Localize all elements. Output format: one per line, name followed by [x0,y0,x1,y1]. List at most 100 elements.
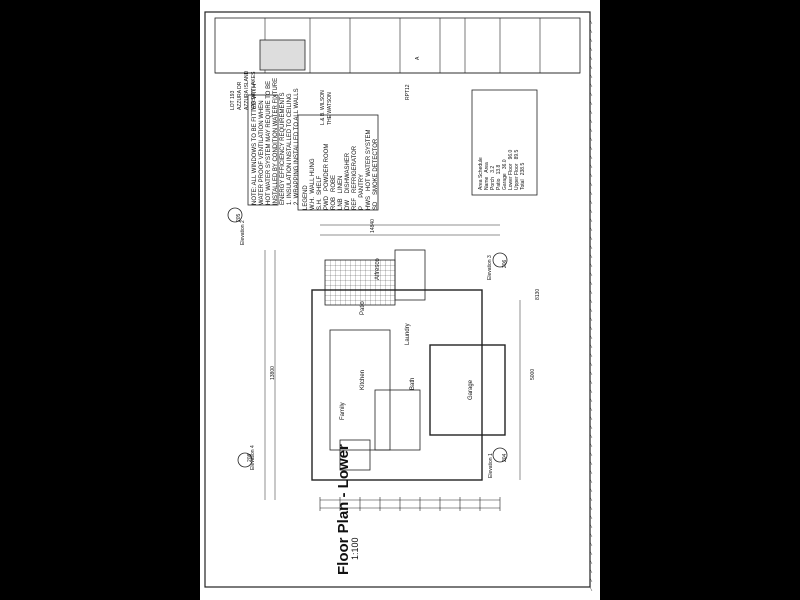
lot-number: LOT 193 [230,90,236,110]
scan-edge [589,460,593,466]
scan-edge [589,181,593,187]
scan-edge [589,46,593,52]
scan-edge [589,28,593,34]
room-bath: Bath [410,377,416,390]
plan-linework [204,11,593,592]
elevation-marker [237,452,253,468]
porch-area [339,439,371,471]
marker-205: 205 [236,213,242,222]
company-logo [259,39,306,71]
drawing-scale: 1:100 [350,537,360,560]
scan-edge [589,352,593,358]
room-alfresco: Alfresco [375,258,381,280]
suburb: AZZURA ISLAND [244,70,250,110]
scan-edge [589,334,593,340]
elevation-marker [227,207,243,223]
client-name: L.& B. WILSON [320,90,326,125]
scan-edge [589,298,593,304]
scan-edge [589,496,593,502]
scan-edge [589,568,593,574]
dim-depth: 13800 [270,366,276,380]
dim-garage: 5000 [530,368,536,380]
elevation-1: Elevation 1 [488,453,494,478]
drawing-number: RPT12 [405,84,411,100]
scan-edge [589,208,593,214]
general-note: NOTE: ALL WINDOWS TO BE FITTED WITH WATE… [252,77,279,205]
marker-206: 206 [502,259,508,268]
scan-edge [589,226,593,232]
area-schedule: Area Schedule Name Area Porch 3.2 Patio … [478,149,526,190]
sheet-border [204,11,591,588]
scan-edge [589,253,593,259]
scan-edge [589,109,593,115]
scan-edge [589,478,593,484]
elevation-3: Elevation 3 [487,255,493,280]
scan-edge [589,343,593,349]
scan-edge [589,118,593,124]
scan-edge [589,307,593,313]
scan-edge [589,19,593,25]
elevation-2: Elevation 2 [240,220,246,245]
alfresco-area [394,249,426,301]
scan-edge [589,244,593,250]
scan-edge [589,514,593,520]
kitchen-area [374,389,421,451]
elevation-marker [492,447,508,463]
dim-overall: 14840 [370,219,376,233]
house-name: THE WATSON [327,92,333,125]
scan-edge [589,199,593,205]
energy-note: ENERGY EFFICIENCY REQUIREMENTS 1. INSULA… [280,88,300,205]
scan-edge [589,379,593,385]
scan-edge [589,163,593,169]
scan-edge [589,154,593,160]
scan-edge [589,55,593,61]
marker-208: 208 [247,453,253,462]
scan-edge [589,433,593,439]
scan-edge [589,262,593,268]
scan-edge [589,451,593,457]
scan-edge [589,217,593,223]
scan-edge [589,577,593,583]
scan-edge [589,442,593,448]
room-family: Family [340,402,346,420]
scan-edge [589,127,593,133]
scan-edge [589,361,593,367]
scan-edge [589,172,593,178]
room-kitchen: Kitchen [360,369,366,390]
elevation-marker [492,252,508,268]
patio-grid [324,259,396,306]
scan-edge [589,487,593,493]
scan-edge [589,397,593,403]
scan-edge [589,64,593,70]
legend-frame [297,114,379,211]
scan-edge [589,91,593,97]
room-garage: Garage [468,379,474,400]
scan-edge [589,550,593,556]
scan-edge [589,280,593,286]
scan-edge [589,415,593,421]
garage-outline [429,344,506,436]
scan-edge [589,370,593,376]
scan-edge [589,424,593,430]
area-schedule-frame [471,89,538,196]
scan-edge [589,289,593,295]
revision: A [415,56,421,60]
scan-edge [589,37,593,43]
drawing-sheet: Floor Plan - Lower 1:100 LOT 193 AZZURA … [200,0,600,600]
note-frame [247,94,279,206]
room-laundry: Laundry [405,323,411,345]
scan-edge [589,136,593,142]
street: AZZURA DR [237,81,243,110]
scan-edge [589,325,593,331]
scan-edge [589,388,593,394]
scan-edge [589,523,593,529]
building-outline [311,289,483,481]
scan-edge [589,541,593,547]
scan-edge [589,82,593,88]
scan-edge [589,505,593,511]
dim-right: 8130 [535,288,541,300]
scan-edge [589,469,593,475]
scan-edge [589,559,593,565]
scan-edge [589,271,593,277]
legend: LEGEND W.H. WALL HUNG S.H. SHELF PWD POW… [303,129,379,210]
